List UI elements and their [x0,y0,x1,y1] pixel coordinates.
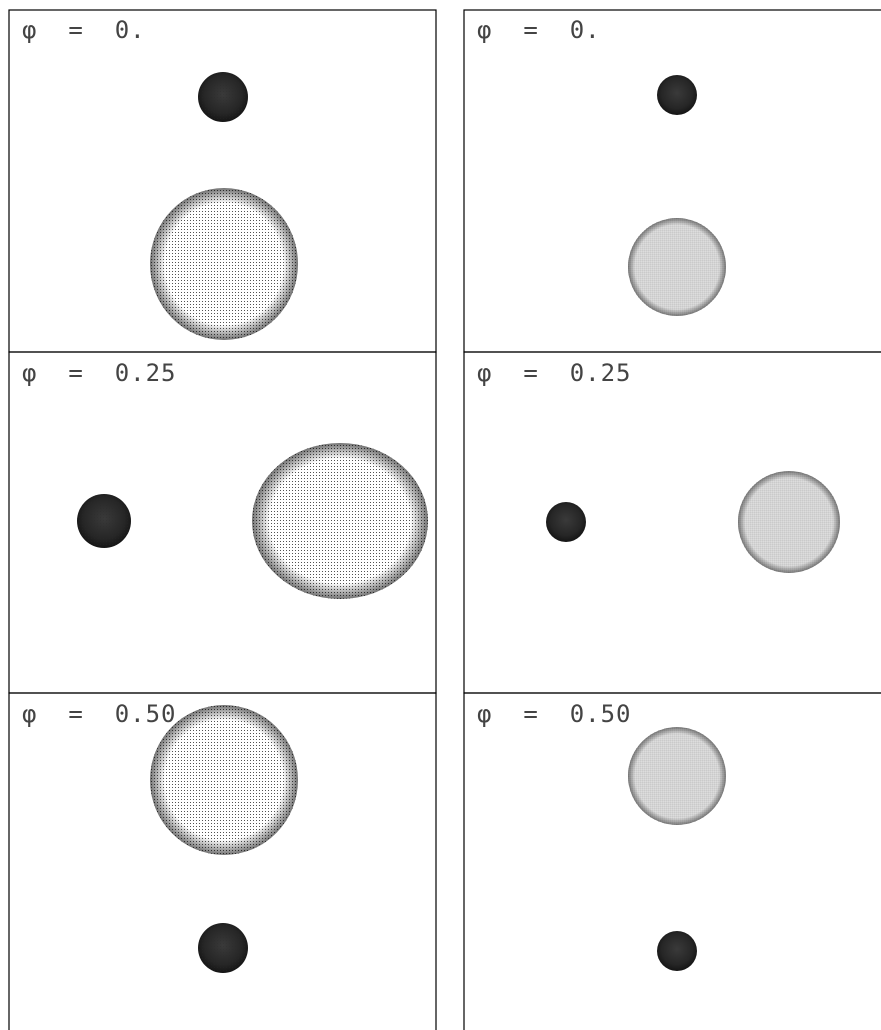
panel-left-row1: φ = 0. [9,10,436,352]
primary-star [150,188,298,340]
phase-label: φ = 0. [477,16,601,44]
primary-star [628,218,726,316]
panel-right-row3: φ = 0.50 [464,693,881,1030]
secondary-star [657,75,697,115]
panel-right-row1: φ = 0. [464,10,881,352]
phase-label: φ = 0.25 [477,359,632,387]
secondary-star [77,494,131,548]
primary-star [252,443,428,599]
primary-star [628,727,726,825]
panel-left-row3: φ = 0.50 [9,693,436,1030]
secondary-star [546,502,586,542]
phase-label: φ = 0.50 [477,700,632,728]
panel-right-row2: φ = 0.25 [464,352,881,693]
secondary-star [198,72,248,122]
panel-left-row2: φ = 0.25 [9,352,436,693]
phase-label: φ = 0.25 [22,359,177,387]
phase-label: φ = 0. [22,16,146,44]
secondary-star [657,931,697,971]
secondary-star [198,923,248,973]
primary-star [738,471,840,573]
phase-label: φ = 0.50 [22,700,177,728]
